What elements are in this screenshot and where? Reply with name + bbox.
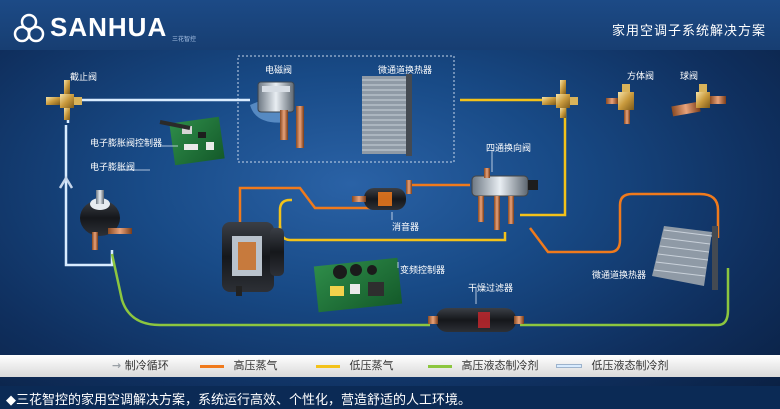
legend-label: 低压液态制冷剂 — [591, 359, 669, 372]
label-filter-drier: 干燥过滤器 — [468, 284, 514, 294]
four-way-valve-icon — [471, 168, 538, 230]
low-pressure-vapor-line-2 — [278, 198, 507, 242]
legend-label: 高压蒸气 — [233, 359, 278, 372]
caption-text: ◆三花智控的家用空调解决方案，系统运行高效、个性化，营造舒适的人工环境。 — [6, 393, 471, 408]
muffler-icon — [352, 180, 412, 210]
legend-bar: → 制冷循环 高压蒸气 低压蒸气 高压液态制冷剂 低压液态制冷剂 — [0, 355, 780, 377]
high-pressure-vapor-line-3 — [529, 192, 720, 254]
legend-item-high-liquid: 高压液态制冷剂 — [428, 355, 539, 377]
high-pressure-liquid-line — [110, 253, 430, 327]
label-eev: 电子膨胀阀 — [90, 163, 136, 173]
caption-bar: ◆三花智控的家用空调解决方案，系统运行高效、个性化，营造舒适的人工环境。 — [0, 386, 780, 409]
legend-label: 制冷循环 — [124, 359, 169, 372]
label-four-way-valve: 四通换向阀 — [486, 144, 532, 154]
page-title: 家用空调子系统解决方案 — [611, 24, 766, 39]
label-muffler: 消音器 — [392, 223, 420, 233]
legend-swatch — [556, 364, 582, 368]
label-ball-valve: 球阀 — [680, 72, 699, 82]
label-microchannel-hx-top: 微通道换热器 — [378, 66, 433, 76]
filter-drier-icon — [428, 308, 524, 332]
ball-valve-icon — [671, 84, 726, 117]
square-valve-icon — [606, 84, 634, 124]
label-microchannel-hx-right: 微通道换热器 — [592, 271, 647, 281]
legend-item-low-liquid: 低压液态制冷剂 — [556, 355, 669, 377]
cold-cycle-arrow-icon — [58, 175, 74, 189]
legend-item-cycle: → 制冷循环 — [112, 355, 169, 377]
high-pressure-liquid-line-2 — [520, 268, 730, 327]
legend-label: 高压液态制冷剂 — [461, 359, 539, 372]
inverter-controller-board-icon — [313, 257, 403, 313]
microchannel-hx-right-icon — [652, 226, 718, 290]
sanhua-logo-icon — [13, 13, 45, 43]
brand-subtitle: 三花智控 — [172, 36, 197, 43]
microchannel-hx-top-icon — [362, 74, 412, 156]
stop-valve-icon — [46, 80, 82, 120]
legend-swatch — [316, 364, 340, 368]
label-eev-controller: 电子膨胀阀控制器 — [90, 139, 163, 149]
label-inverter-controller: 变频控制器 — [400, 266, 446, 276]
legend-item-high-vapor: 高压蒸气 — [200, 355, 278, 377]
legend-swatch — [200, 364, 224, 368]
brand-name: SANHUA — [50, 12, 168, 42]
solenoid-group-box — [237, 55, 455, 163]
eev-controller-board-icon — [159, 116, 225, 166]
label-stop-valve: 截止阀 — [70, 73, 98, 83]
label-square-valve: 方体阀 — [627, 72, 655, 82]
legend-item-low-vapor: 低压蒸气 — [316, 355, 394, 377]
legend-swatch — [428, 364, 452, 368]
stop-valve-right-icon — [542, 80, 578, 118]
label-solenoid-valve: 电磁阀 — [265, 66, 293, 76]
compressor-icon — [222, 222, 284, 296]
arrow-icon: → — [112, 359, 122, 372]
legend-label: 低压蒸气 — [349, 359, 394, 372]
solenoid-valve-icon — [250, 81, 304, 148]
electronic-expansion-valve-icon — [80, 190, 132, 250]
header-bar: SANHUA 三花智控 家用空调子系统解决方案 — [0, 0, 780, 50]
